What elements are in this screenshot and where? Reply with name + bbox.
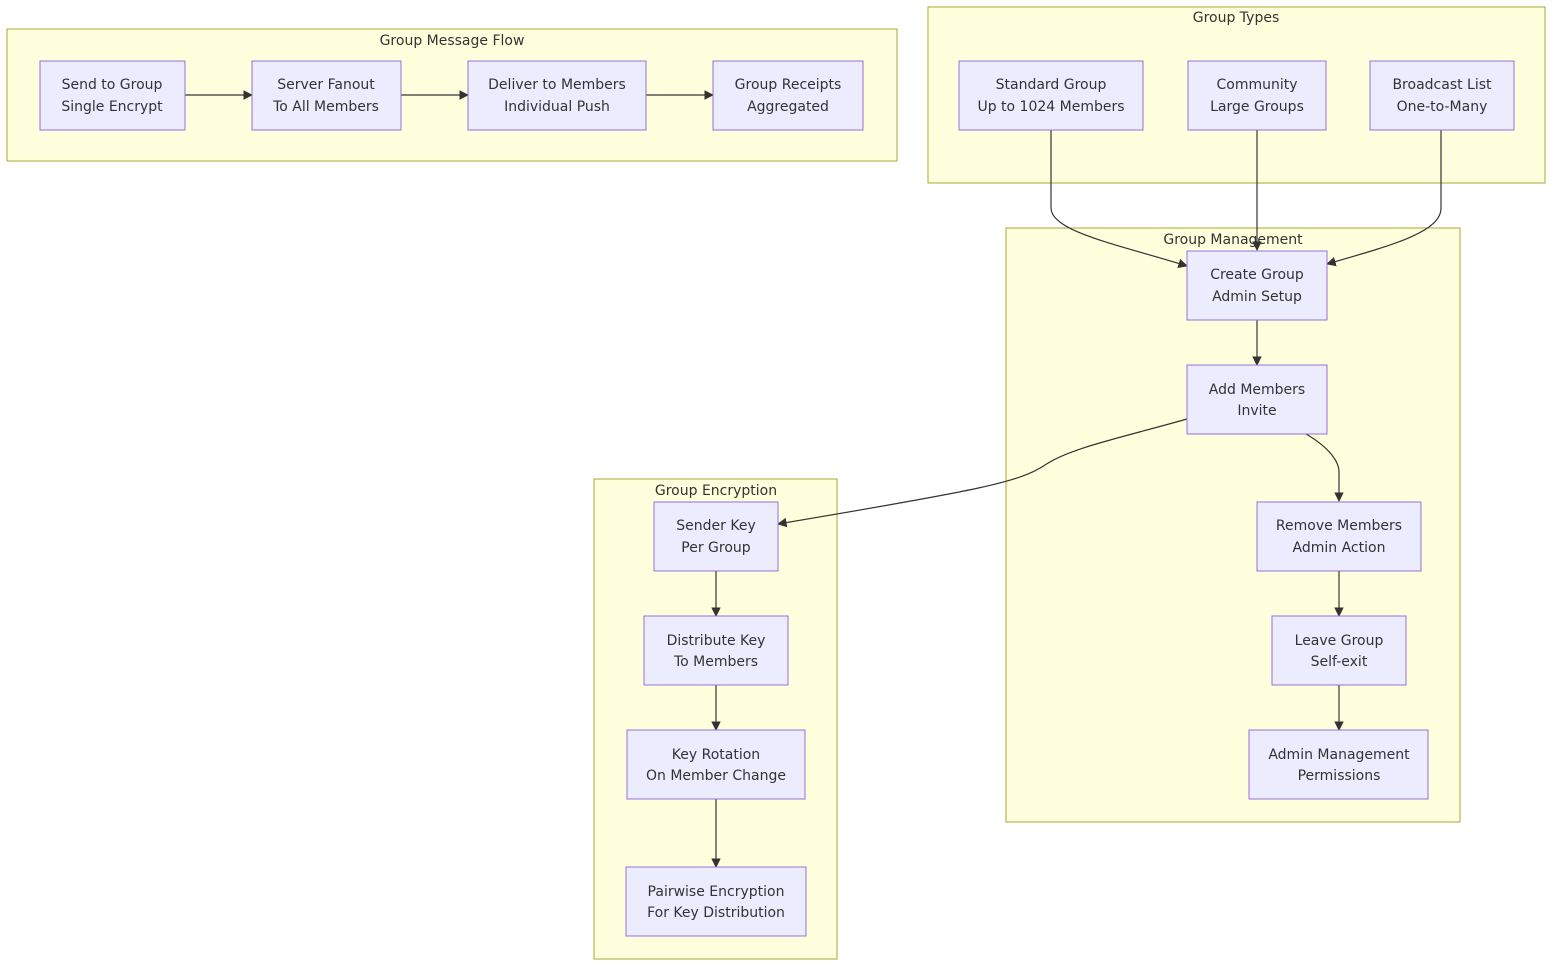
node-label-line1: Deliver to Members xyxy=(488,77,626,93)
cluster-label: Group Management xyxy=(1163,232,1303,248)
node-remove-members[interactable]: Remove Members Admin Action xyxy=(1256,501,1422,572)
node-label-line1: Add Members xyxy=(1209,382,1305,398)
node-label-line1: Distribute Key xyxy=(667,633,766,649)
node-label-line1: Leave Group xyxy=(1295,633,1384,649)
edge-add-to-remove xyxy=(1305,433,1344,502)
node-label-line1: Group Receipts xyxy=(735,77,842,93)
node-label-line1: Server Fanout xyxy=(277,77,375,93)
node-send-to-group[interactable]: Send to Group Single Encrypt xyxy=(39,60,186,131)
node-admin-management[interactable]: Admin Management Permissions xyxy=(1248,729,1429,800)
node-server-fanout[interactable]: Server Fanout To All Members xyxy=(251,60,402,131)
node-key-rotation[interactable]: Key Rotation On Member Change xyxy=(626,729,806,800)
node-broadcast-list[interactable]: Broadcast List One-to-Many xyxy=(1369,60,1515,131)
node-label-line2: Individual Push xyxy=(504,99,610,115)
node-label-line1: Remove Members xyxy=(1276,518,1402,534)
cluster-label: Group Types xyxy=(1193,10,1280,26)
node-label-line1: Key Rotation xyxy=(672,747,760,763)
node-label-line2: Large Groups xyxy=(1210,99,1304,115)
node-label-line2: Self-exit xyxy=(1311,654,1368,670)
node-label-line2: Admin Action xyxy=(1293,540,1386,556)
node-label-line1: Standard Group xyxy=(996,77,1107,93)
node-label-line1: Community xyxy=(1216,77,1297,93)
node-label-line1: Broadcast List xyxy=(1392,77,1492,93)
edges xyxy=(185,90,1442,868)
cluster-label: Group Encryption xyxy=(655,483,777,499)
node-create-group[interactable]: Create Group Admin Setup xyxy=(1186,250,1328,321)
node-deliver-to-members[interactable]: Deliver to Members Individual Push xyxy=(467,60,647,131)
node-label-line2: One-to-Many xyxy=(1397,99,1488,115)
node-label-line2: Admin Setup xyxy=(1212,289,1302,305)
node-label-line2: Per Group xyxy=(681,540,750,556)
node-label-line1: Pairwise Encryption xyxy=(648,884,785,900)
node-add-members[interactable]: Add Members Invite xyxy=(1186,364,1328,435)
node-label-line1: Send to Group xyxy=(62,77,163,93)
node-pairwise-encryption[interactable]: Pairwise Encryption For Key Distribution xyxy=(625,866,807,937)
node-group-receipts[interactable]: Group Receipts Aggregated xyxy=(712,60,864,131)
node-label-line2: To Members xyxy=(673,654,758,670)
node-label-line2: Invite xyxy=(1237,403,1276,419)
node-label-line2: Single Encrypt xyxy=(61,99,163,115)
node-label-line2: Aggregated xyxy=(747,99,829,115)
node-label-line2: Up to 1024 Members xyxy=(977,99,1124,115)
cluster-label: Group Message Flow xyxy=(380,33,525,49)
node-distribute-key[interactable]: Distribute Key To Members xyxy=(643,615,789,686)
node-label-line2: For Key Distribution xyxy=(647,905,785,921)
node-label-line1: Admin Management xyxy=(1268,747,1410,763)
node-label-line1: Sender Key xyxy=(676,518,755,534)
node-community[interactable]: Community Large Groups xyxy=(1187,60,1327,131)
node-label-line2: To All Members xyxy=(272,99,379,115)
node-label-line2: Permissions xyxy=(1298,768,1381,784)
edge-standard-to-create xyxy=(1050,130,1188,268)
node-label-line2: On Member Change xyxy=(646,768,786,784)
edge-broadcast-to-create xyxy=(1326,130,1442,267)
node-leave-group[interactable]: Leave Group Self-exit xyxy=(1271,615,1407,686)
node-standard-group[interactable]: Standard Group Up to 1024 Members xyxy=(958,60,1144,131)
node-sender-key[interactable]: Sender Key Per Group xyxy=(653,501,779,572)
node-label-line1: Create Group xyxy=(1210,267,1304,283)
edge-add-to-sender-key xyxy=(777,418,1188,528)
